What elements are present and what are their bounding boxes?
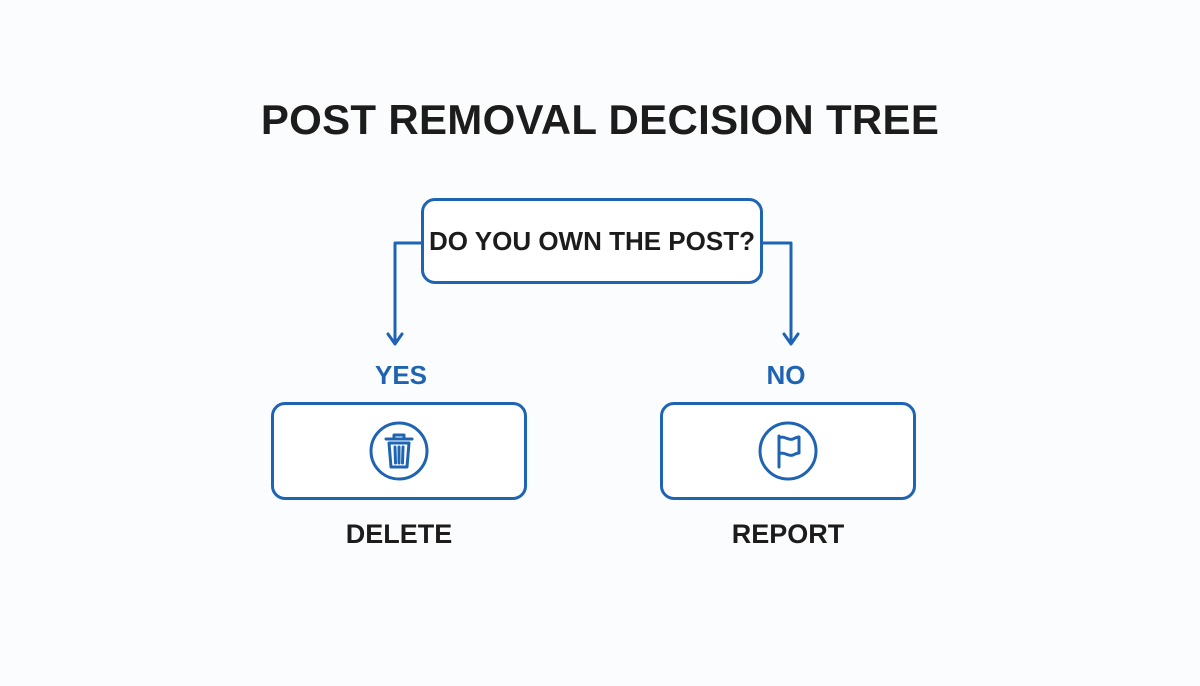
flag-icon xyxy=(758,421,818,481)
report-node xyxy=(660,402,916,500)
no-connector xyxy=(761,241,793,345)
no-arrowhead xyxy=(782,332,800,346)
question-text: DO YOU OWN THE POST? xyxy=(429,225,755,256)
yes-arrowhead xyxy=(386,332,404,346)
delete-node xyxy=(271,402,527,500)
question-node: DO YOU OWN THE POST? xyxy=(421,198,763,284)
delete-label: DELETE xyxy=(345,519,453,549)
no-label: NO xyxy=(766,360,806,390)
report-label: REPORT xyxy=(731,519,845,549)
trash-icon xyxy=(369,421,429,481)
yes-connector xyxy=(393,241,423,345)
diagram-title: POST REMOVAL DECISION TREE xyxy=(260,96,940,143)
yes-label: YES xyxy=(374,360,428,390)
